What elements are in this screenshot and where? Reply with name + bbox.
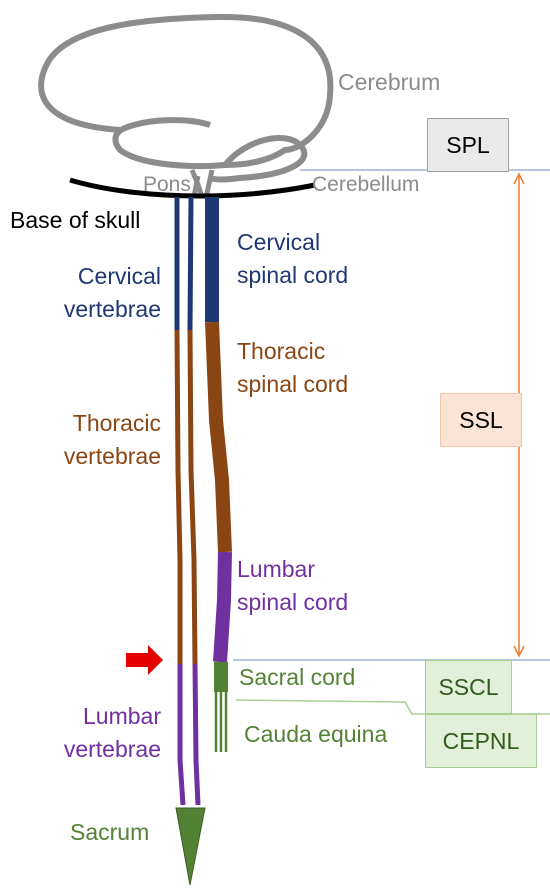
label-line: vertebrae [64, 293, 161, 326]
label-line: spinal cord [237, 259, 348, 292]
cervical-vertebrae-label: Cervical vertebrae [64, 260, 161, 326]
cerebellum-label: Cerebellum [312, 168, 419, 201]
thoracic-spinal-cord-label: Thoracic spinal cord [237, 335, 348, 401]
label-line: vertebrae [64, 733, 161, 766]
cerebrum-label: Cerebrum [338, 66, 440, 99]
label-line: Cervical [237, 226, 348, 259]
label-line: Thoracic [64, 407, 161, 440]
ssl-box: SSL [440, 393, 522, 447]
label-line: vertebrae [64, 440, 161, 473]
cauda-equina [216, 692, 226, 752]
vertebral-column [177, 197, 198, 805]
sscl-box: SSCL [425, 660, 512, 714]
red-arrow-icon [126, 645, 163, 675]
label-line: Cervical [64, 260, 161, 293]
lumbar-spinal-cord-label: Lumbar spinal cord [237, 553, 348, 619]
cerebrum-outline [41, 17, 330, 166]
pons-label: Pons [143, 168, 191, 201]
cervical-spinal-cord-label: Cervical spinal cord [237, 226, 348, 292]
sacrum-label: Sacrum [70, 816, 149, 849]
lumbar-vertebrae-label: Lumbar vertebrae [64, 700, 161, 766]
skull-base-line [70, 180, 315, 196]
cauda-equina-label: Cauda equina [244, 718, 387, 751]
label-line: spinal cord [237, 368, 348, 401]
thoracic-vertebrae-label: Thoracic vertebrae [64, 407, 161, 473]
label-line: Lumbar [237, 553, 348, 586]
cepnl-box: CEPNL [425, 714, 537, 768]
spl-box: SPL [427, 118, 509, 172]
sacral-cord-label: Sacral cord [239, 661, 355, 694]
spinal-cord [212, 197, 225, 692]
sacrum-shape [176, 808, 205, 885]
label-line: spinal cord [237, 586, 348, 619]
label-line: Lumbar [64, 700, 161, 733]
label-line: Thoracic [237, 335, 348, 368]
base-of-skull-label: Base of skull [10, 204, 140, 237]
